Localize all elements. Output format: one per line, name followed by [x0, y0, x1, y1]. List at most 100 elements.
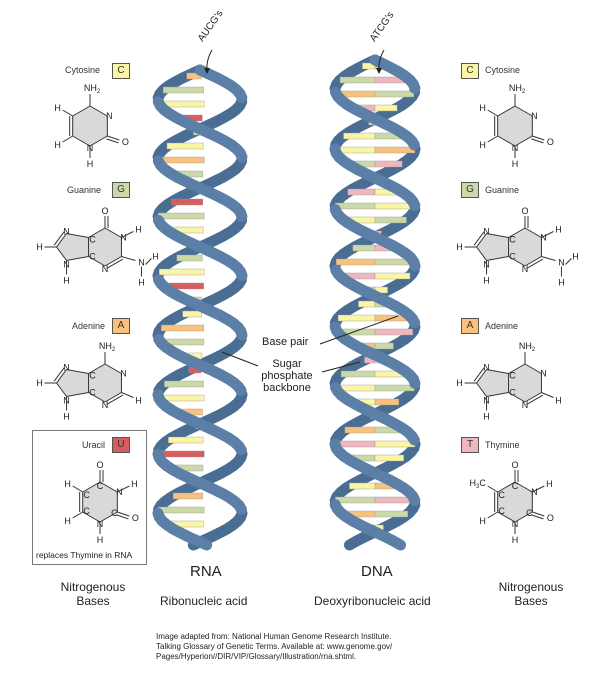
atom-label: C	[83, 506, 90, 516]
left-guanine-name: Guanine	[67, 185, 102, 195]
atom-label: N	[63, 363, 70, 373]
backbone-label-line3: backbone	[263, 382, 311, 394]
atom-label: H	[138, 278, 145, 288]
ring-fill	[88, 228, 122, 266]
chemical-bond	[117, 511, 130, 517]
atom-label: N	[120, 369, 127, 379]
atom-label: H	[555, 225, 562, 235]
rna-pointer-arrowhead	[204, 68, 210, 74]
chemical-bond	[487, 511, 498, 519]
chemical-bond	[532, 511, 545, 517]
atom-label: C	[509, 371, 516, 381]
base-pair-rung	[374, 384, 415, 392]
chemical-bond	[514, 135, 533, 147]
base-pair-rung	[347, 188, 376, 196]
chemical-bond	[541, 256, 556, 261]
chemical-bond	[476, 382, 487, 397]
backbone-strand-front	[152, 64, 248, 551]
rna-base-rung	[164, 380, 204, 388]
ring-fill	[508, 228, 542, 266]
chemical-bond	[532, 485, 545, 493]
chemical-bond	[514, 481, 533, 493]
chemical-bond	[531, 138, 544, 144]
atom-label: NH2	[84, 83, 101, 95]
atom-label: O	[511, 460, 518, 470]
rna-base-rung	[157, 212, 205, 220]
ring-fill	[497, 482, 533, 522]
chemical-bond	[486, 392, 509, 397]
atom-label: C	[89, 235, 96, 245]
atom-label: O	[132, 513, 139, 523]
ring-fill	[88, 364, 122, 402]
chemical-bond	[486, 233, 509, 238]
dna-title: DNA	[361, 563, 393, 580]
atom-label: N	[102, 264, 109, 274]
ring-fill	[476, 233, 509, 261]
chemical-bond	[508, 256, 526, 267]
dna-helix	[329, 54, 421, 551]
backbone-label-line2: phosphate	[261, 370, 313, 382]
right-cytosine-name: Cytosine	[485, 65, 521, 75]
base-pair-rung	[349, 482, 376, 490]
atom-label: H	[558, 278, 565, 288]
atom-label: C	[89, 371, 96, 381]
chemical-bond	[72, 135, 91, 147]
atom-label: C	[498, 506, 505, 516]
base-pair-rung	[339, 76, 376, 84]
guanine-structure-left: NNHHCCNONHNHH	[36, 206, 158, 288]
rna-base-rung	[161, 324, 205, 332]
cytosine-structure-left: NH2HHNNHO	[54, 83, 128, 169]
atom-label: O	[521, 206, 528, 216]
atom-label: C	[97, 481, 104, 491]
atom-label: H	[479, 140, 486, 150]
rna-base-rung	[168, 436, 204, 444]
atom-label: H	[135, 225, 142, 235]
atom-label: H	[456, 242, 463, 252]
chemical-bond	[121, 256, 136, 261]
rna-subtitle: Ribonucleic acid	[160, 594, 248, 608]
rna-base-rung	[158, 506, 205, 514]
atom-label: C	[83, 490, 90, 500]
chemical-bond	[476, 246, 487, 261]
chemical-bond	[508, 363, 526, 374]
uracil-badge: U	[112, 437, 130, 453]
chemical-bond	[116, 514, 129, 520]
atom-label: O	[101, 206, 108, 216]
backbone-strand-front	[329, 86, 421, 506]
chemical-bond	[541, 231, 554, 238]
right-thymine-badge: T	[461, 437, 479, 453]
atom-label: N	[531, 111, 538, 121]
chemical-bond	[88, 227, 106, 238]
credit-line-1: Image adapted from: National Human Genom…	[156, 632, 392, 641]
atom-label: C	[509, 388, 516, 398]
chemical-bond	[508, 227, 526, 238]
atom-label: NH2	[509, 83, 526, 95]
atom-subscript: 2	[522, 89, 526, 95]
atom-label: H	[54, 103, 61, 113]
chemical-bond	[56, 246, 67, 261]
chemical-bond	[487, 135, 498, 143]
chemical-bond	[72, 485, 83, 493]
image-credit: Image adapted from: National Human Genom…	[156, 632, 392, 662]
atom-label: H	[135, 396, 142, 406]
base-pair-leader-line	[319, 315, 399, 345]
chemical-bond	[56, 382, 67, 397]
rna-base-rung	[171, 198, 204, 206]
rna-base-rung	[157, 450, 205, 458]
chemical-bond	[531, 514, 544, 520]
chemical-bond	[514, 511, 533, 523]
backbone-leader-line-rna	[221, 351, 259, 367]
atom-label: N	[138, 258, 145, 268]
backbone-label-line1: Sugar	[272, 358, 302, 370]
chemical-bond	[106, 138, 119, 144]
atom-label: C	[89, 252, 96, 262]
left-guanine-badge: G	[112, 182, 130, 198]
uracil-note: replaces Thymine in RNA	[36, 550, 133, 560]
ring-fill	[508, 364, 542, 402]
chemical-bond	[565, 258, 572, 265]
chemical-bond	[524, 392, 542, 403]
base-pair-rung	[374, 328, 413, 336]
base-pair-rung	[374, 398, 400, 406]
